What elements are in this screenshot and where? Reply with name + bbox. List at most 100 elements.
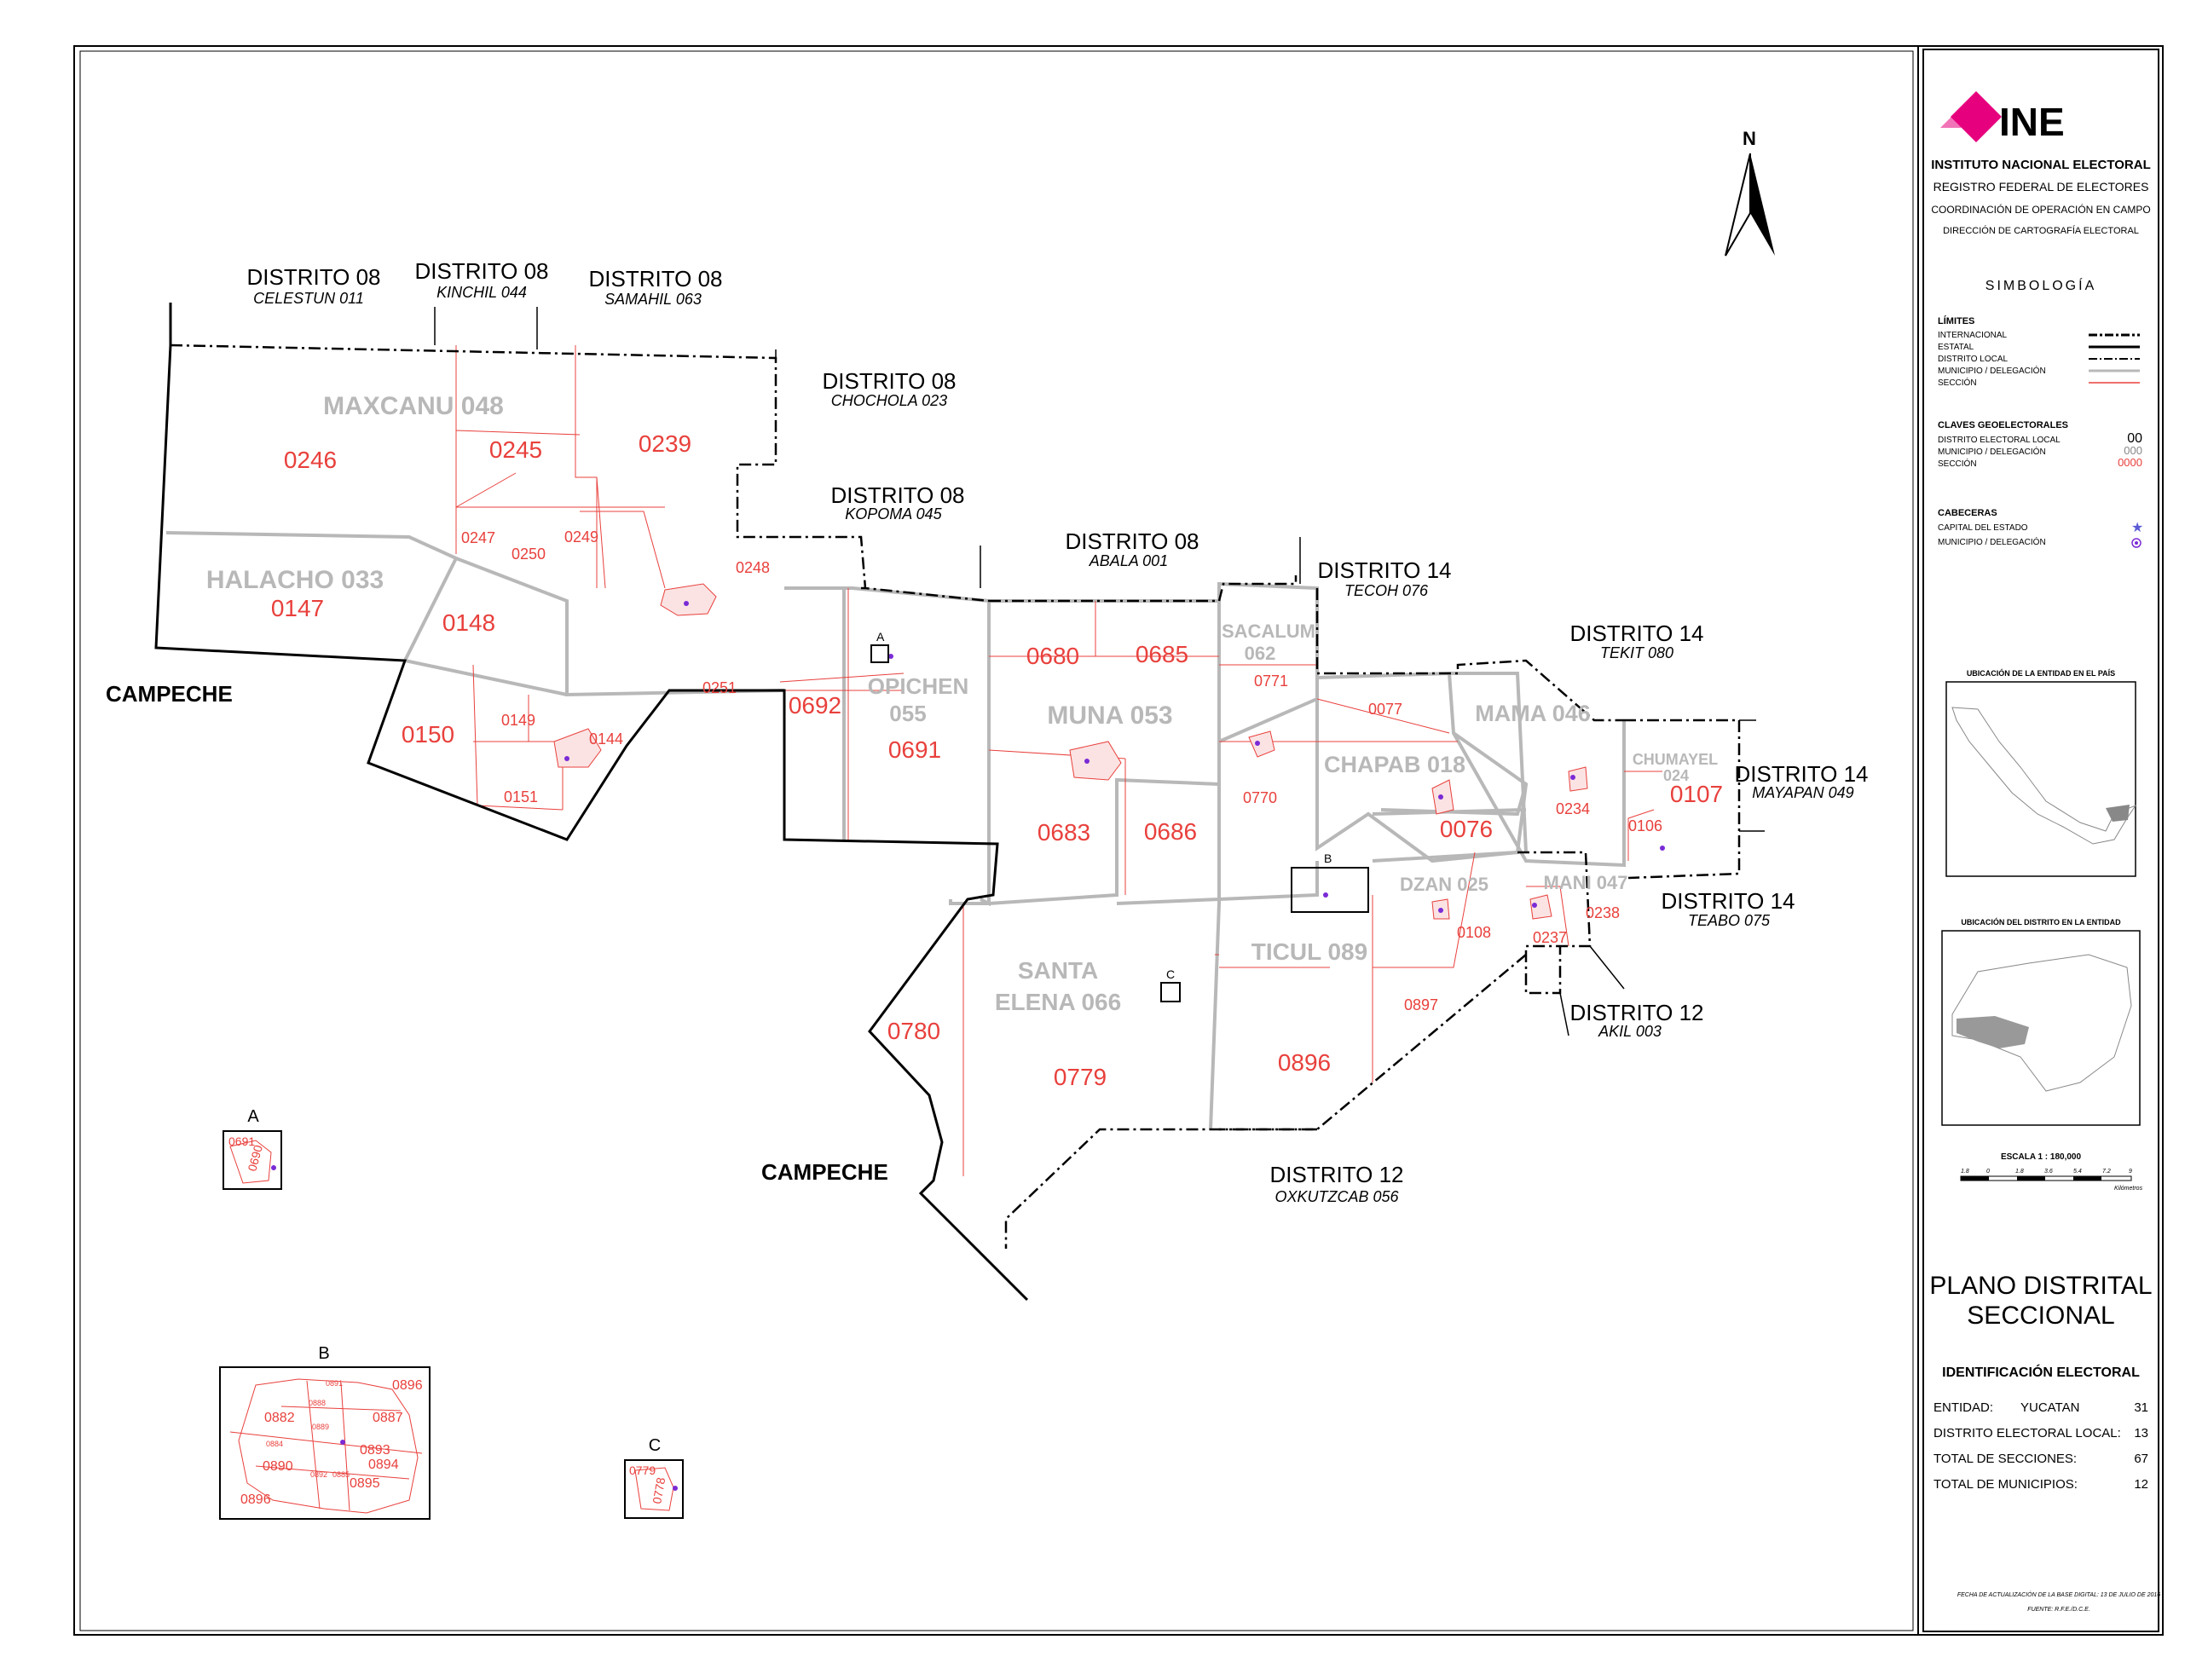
section-number: 0692	[789, 692, 841, 719]
legend-title: SIMBOLOGÍA	[1985, 277, 2096, 293]
callout-box-a[interactable]	[870, 644, 889, 663]
inset-frame	[223, 1130, 282, 1190]
institution-name: INSTITUTO NACIONAL ELECTORAL	[1931, 158, 2151, 172]
section-boundaries	[455, 345, 1662, 1176]
legend-item-label: SECCIÓN	[1938, 377, 1977, 388]
scale-tick: 9	[2129, 1169, 2132, 1175]
north-arrow: N	[1725, 128, 1775, 257]
id-label: TOTAL DE SECCIONES:	[1933, 1452, 2077, 1466]
section-number: 0680	[1026, 643, 1079, 669]
registry-name: REGISTRO FEDERAL DE ELECTORES	[1933, 180, 2149, 193]
direction-name: DIRECCIÓN DE CARTOGRAFÍA ELECTORAL	[1943, 225, 2139, 236]
north-arrow-outline-icon	[1725, 153, 1751, 257]
municipality-name: CHUMAYEL	[1633, 751, 1718, 768]
section-number: 0891	[326, 1379, 343, 1388]
cabecera-dot	[564, 756, 569, 761]
municipality-name: 024	[1663, 767, 1689, 784]
section-number: 0885	[332, 1470, 350, 1479]
scale-bar: 1.8 0 1.8 3.6 5.4 7.2 9 Kilómetros	[1960, 1169, 2143, 1192]
section-number: 0890	[263, 1459, 293, 1474]
neighbor-municipality: AKIL 003	[1598, 1023, 1662, 1040]
ine-logo: INE	[1940, 91, 2065, 144]
district-highlight-icon	[1957, 1016, 2029, 1048]
cabecera-dot	[673, 1486, 678, 1491]
ine-logo-shadow-icon	[1940, 107, 1971, 128]
id-label: DISTRITO ELECTORAL LOCAL:	[1933, 1426, 2121, 1440]
coordination-name: COORDINACIÓN DE OPERACIÓN EN CAMPO	[1931, 203, 2150, 216]
section-number: 0106	[1628, 817, 1662, 834]
section-number: 0144	[589, 730, 623, 748]
callout-box-c[interactable]	[1160, 982, 1181, 1002]
section-number: 0150	[402, 721, 454, 748]
key-code: 00	[2127, 431, 2142, 446]
key-label: DISTRITO ELECTORAL LOCAL	[1938, 436, 2061, 445]
legend-item-label: INTERNACIONAL	[1938, 331, 2008, 340]
seats-title: CABECERAS	[1938, 508, 1997, 518]
municipality-name: HALACHO 033	[206, 566, 384, 594]
scale-tick: 5.4	[2073, 1169, 2082, 1175]
cabecera-dot	[1660, 846, 1665, 851]
section-number: 0779	[629, 1464, 656, 1477]
scale-unit: Kilómetros	[2114, 1186, 2143, 1192]
section-number: 0896	[392, 1378, 423, 1393]
inset-a: A 0691 0690	[223, 1107, 282, 1190]
callout-box-b[interactable]	[1291, 867, 1369, 913]
neighbor-municipality: KINCHIL 044	[436, 284, 527, 301]
cabecera-dot	[1323, 892, 1328, 898]
section-number: 0149	[501, 712, 535, 729]
neighbor-district: DISTRITO 08	[830, 482, 964, 508]
id-value: 67	[2134, 1452, 2148, 1466]
callout-label-b: B	[1324, 852, 1332, 865]
map-inner-border	[79, 50, 1914, 1631]
municipality-boundaries	[165, 531, 1626, 1130]
section-number: 0691	[228, 1134, 255, 1148]
north-arrow-icon	[1750, 153, 1775, 256]
section-number: 0248	[736, 559, 770, 576]
section-number: 0245	[489, 436, 542, 463]
update-note: FECHA DE ACTUALIZACIÓN DE LA BASE DIGITA…	[1957, 1591, 2160, 1598]
section-number: 0889	[312, 1423, 329, 1431]
section-number: 0076	[1440, 816, 1493, 842]
campeche-label-south: CAMPECHE	[761, 1159, 888, 1185]
municipal-seat-icon	[2131, 538, 2142, 548]
neighbor-district: DISTRITO 08	[246, 264, 380, 290]
section-number: 0251	[702, 679, 737, 696]
limits-title: LÍMITES	[1938, 315, 1974, 326]
section-number: 0882	[264, 1411, 295, 1425]
country-location-title: UBICACIÓN DE LA ENTIDAD EN EL PAÍS	[1967, 668, 2115, 678]
neighbor-district: DISTRITO 08	[1065, 528, 1199, 554]
municipality-name: DZAN 025	[1400, 874, 1488, 895]
inset-letter: B	[318, 1344, 329, 1363]
inset-boundary	[229, 1140, 272, 1184]
section-number: 0894	[368, 1458, 399, 1472]
neighbor-municipality: TEKIT 080	[1600, 644, 1673, 661]
inset-boundary	[634, 1467, 674, 1511]
id-title: IDENTIFICACIÓN ELECTORAL	[1942, 1364, 2140, 1380]
district-area: A B C	[154, 303, 1765, 1302]
municipality-name: ELENA 066	[995, 989, 1121, 1015]
municipality-name: TICUL 089	[1251, 938, 1367, 965]
section-number: 0770	[1243, 789, 1277, 806]
municipality-name: SANTA	[1018, 957, 1098, 984]
section-number: 0893	[360, 1443, 390, 1458]
legend-item-label: MUNICIPIO / DELEGACIÓN	[1938, 365, 2046, 376]
key-code: 0000	[2118, 456, 2142, 469]
seat-label: MUNICIPIO / DELEGACIÓN	[1938, 536, 2046, 547]
neighbor-municipality: MAYAPAN 049	[1752, 784, 1853, 801]
scale-segment	[2017, 1176, 2045, 1181]
section-number: 0249	[564, 528, 598, 546]
section-number: 0148	[442, 609, 495, 636]
section-number: 0778	[650, 1476, 668, 1505]
id-label: ENTIDAD:	[1933, 1400, 1993, 1415]
municipality-name: MANI 047	[1543, 872, 1627, 893]
section-number: 0896	[240, 1492, 271, 1507]
section-number: 0897	[1404, 996, 1438, 1013]
state-boundary	[154, 303, 1029, 1302]
cabecera-dot	[340, 1440, 345, 1445]
north-label: N	[1743, 128, 1756, 149]
section-number: 0690	[245, 1143, 265, 1172]
neighbor-municipality: TECOH 076	[1344, 582, 1429, 599]
municipality-name: OPICHEN	[868, 673, 968, 699]
municipality-name: CHAPAB 018	[1324, 752, 1465, 777]
